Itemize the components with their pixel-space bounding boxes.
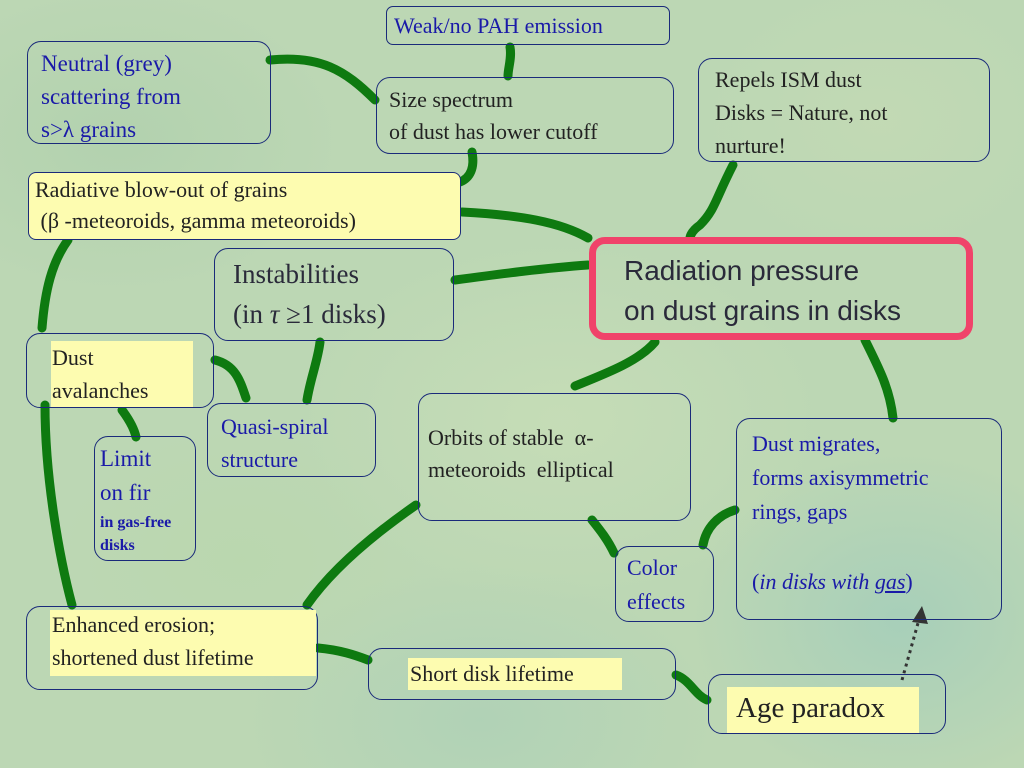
blowout-line-2: (β -meteoroids, gamma meteoroids) [35, 208, 356, 233]
limit-line-2: on fir [100, 480, 151, 505]
short-lifetime-text: Short disk lifetime [410, 661, 574, 686]
instabilities-line-1: Instabilities [233, 259, 359, 289]
central-line-1: Radiation pressure [624, 255, 860, 286]
limit-line-3: in gas-free [100, 514, 172, 531]
orbits-dash: - [586, 425, 594, 450]
node-limit-fir [94, 436, 196, 561]
instabilities-line-2: (in τ ≥1 disks) [233, 297, 386, 332]
connector-central-orbits [570, 337, 660, 391]
age-paradox-text: Age paradox [736, 692, 885, 724]
color-line-1: Color [627, 555, 678, 580]
weak-pah-text: Weak/no PAH emission [394, 13, 603, 38]
node-radiative-blowout [28, 172, 461, 240]
in-disks-with: in disks with [759, 569, 875, 594]
repels-line-3: nurture! [715, 133, 786, 158]
repels-line-1: Repels ISM dust [715, 67, 862, 92]
connector-repels-central [685, 160, 738, 243]
node-dust-avalanches [26, 333, 214, 408]
quasi-line-1: Quasi-spiral [221, 414, 329, 439]
node-age-paradox [708, 674, 946, 734]
limit-line-4: disks [100, 537, 135, 554]
connector-central-migrates [860, 335, 898, 423]
connector-orbits-color [587, 515, 619, 558]
migrates-line-2: forms axisymmetric [752, 465, 929, 490]
gas-word: gas [874, 569, 906, 594]
node-dust-migrates [736, 418, 1002, 620]
node-size-spectrum [376, 77, 674, 154]
orbits-line-1: Orbits of stable α- [428, 424, 594, 452]
node-color-effects [615, 546, 714, 622]
connector-instab-central [450, 260, 593, 285]
node-weak-pah [386, 6, 670, 45]
connector-short-age [671, 670, 712, 705]
connector-avalanches-erosion [40, 400, 77, 610]
avalanches-highlight [51, 341, 193, 407]
erosion-line-1: Enhanced erosion; [52, 612, 216, 637]
alpha-symbol: α [574, 425, 587, 450]
central-line-2: on dust grains in disks [624, 295, 902, 326]
size-spectrum-line-2: of dust has lower cutoff [389, 119, 598, 144]
paren-close: ) [905, 569, 913, 594]
connector-avalanches-quasi [210, 355, 251, 403]
node-short-lifetime [368, 648, 676, 700]
node-instabilities [214, 248, 454, 341]
size-spectrum-line-1: Size spectrum [389, 87, 514, 112]
repels-line-2: Disks = Nature, not [715, 100, 888, 125]
node-radiation-pressure [589, 237, 973, 340]
neutral-line-3: s>λ grains [41, 117, 137, 142]
connector-migrates-color [698, 505, 740, 550]
one-value: 1 [301, 299, 315, 329]
color-line-2: effects [627, 589, 686, 614]
avalanches-line-2: avalanches [52, 378, 149, 403]
migrates-line-1: Dust migrates, [752, 431, 881, 456]
connector-pah-size [503, 42, 516, 81]
migrates-line-4: (in disks with gas) [752, 568, 913, 596]
node-repels-ism [698, 58, 990, 162]
instabilities-in: (in [233, 299, 270, 329]
tau-symbol: τ [269, 299, 280, 329]
node-enhanced-erosion [26, 606, 318, 690]
connector-orbits-erosion [302, 500, 421, 610]
avalanches-line-1: Dust [52, 345, 94, 370]
connector-erosion-short [313, 643, 373, 665]
paren-open: ( [752, 569, 760, 594]
limit-line-1: Limit [100, 446, 152, 471]
neutral-line-1: Neutral (grey) [41, 51, 172, 76]
orbits-line-2: meteoroids elliptical [428, 457, 614, 482]
connector-blowout-avalanches [37, 235, 73, 333]
neutral-line-2: scattering from [41, 84, 181, 109]
erosion-line-2: shortened dust lifetime [52, 645, 254, 670]
node-neutral-scattering [27, 41, 271, 144]
connector-blowout-central [457, 207, 593, 243]
connector-instab-quasi [302, 337, 325, 405]
migrates-line-3: rings, gaps [752, 499, 848, 524]
short-lifetime-highlight [408, 658, 622, 690]
connector-neutral-size [265, 54, 380, 105]
node-orbits [418, 393, 691, 521]
instabilities-disks: disks) [314, 299, 386, 329]
quasi-line-2: structure [221, 447, 298, 472]
blowout-line-1: Radiative blow-out of grains [35, 177, 288, 202]
orbits-text-pre: Orbits of stable [428, 425, 575, 450]
connector-avalanches-limit [117, 405, 141, 442]
node-quasi-spiral [207, 403, 376, 477]
connector-size-blowout [455, 147, 478, 187]
erosion-highlight [50, 610, 316, 676]
ge-symbol: ≥ [286, 299, 301, 329]
connector-age-gas-dotted [900, 615, 922, 681]
age-paradox-highlight [727, 687, 919, 733]
